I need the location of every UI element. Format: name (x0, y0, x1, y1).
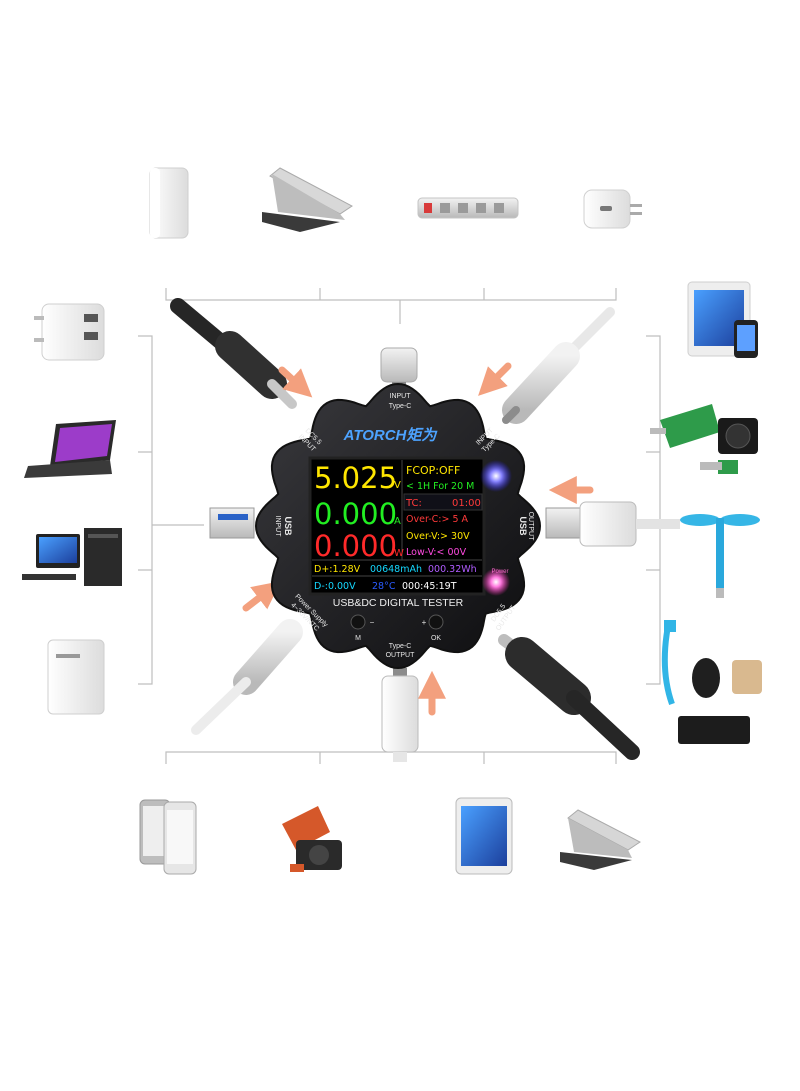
usb-lamp-mouse-keyboard-icon (661, 620, 762, 744)
capacity-value: 00648mAh (370, 564, 422, 575)
m-button-label: M (355, 635, 361, 642)
port-right-label-2: OUTPUT (527, 512, 534, 542)
dc-cable-top-left (170, 298, 297, 409)
brand-name: ATORCH (343, 427, 408, 444)
fcop-status: FCOP:OFF (406, 464, 460, 477)
typec-cable-top (380, 347, 418, 388)
ok-button[interactable] (428, 614, 444, 630)
svg-text:ATORCH矩为: ATORCH矩为 (343, 427, 439, 444)
load-modules-icon (282, 806, 342, 872)
plus-label: + (422, 618, 427, 627)
power-led-label: Power (491, 569, 508, 575)
dual-usb-charger-icon (34, 303, 105, 361)
power-bank-icon (149, 167, 189, 239)
m-button[interactable] (350, 614, 366, 630)
lcd-screen (308, 456, 486, 596)
dc-cable-bottom-right (498, 634, 640, 760)
port-bottom-label-1: Type-C (389, 643, 412, 650)
laptop-silver-icon (560, 809, 641, 870)
port-top-label-2: Type-C (389, 403, 412, 410)
tester-body (254, 382, 542, 670)
wall-charger-icon (583, 189, 642, 229)
power-led-icon (482, 568, 510, 596)
port-bottom-label-2: OUTPUT (386, 652, 416, 659)
voltage-unit: V (394, 480, 401, 491)
over-current: Over-C:> 5 A (406, 514, 469, 525)
tc-label: TC: (405, 498, 422, 509)
ok-button-label: OK (431, 635, 441, 642)
timer-status: < 1H For 20 M (406, 481, 474, 492)
usb-cable-right (545, 501, 680, 547)
tablet-phone-icon (687, 281, 758, 358)
energy-value: 000.32Wh (428, 564, 477, 575)
power-bank-white-icon (47, 639, 105, 715)
smartphone-icon (139, 799, 197, 875)
brand-suffix: 矩为 (405, 427, 438, 444)
laptop-purple-icon (24, 420, 116, 478)
tc-value: 01:00 (452, 498, 481, 509)
electronic-load-icon (650, 404, 758, 474)
status-led-icon (480, 460, 512, 492)
typec-cable-bottom (381, 668, 419, 762)
voltage-value: 5.025 (314, 461, 397, 495)
low-voltage: Low-V:< 00V (406, 547, 467, 558)
device-title: USB&DC DIGITAL TESTER (333, 597, 464, 609)
power-unit: W (394, 548, 404, 559)
current-value: 0.000 (314, 497, 397, 531)
direction-arrows (242, 362, 594, 716)
port-left-label-1: INPUT (274, 516, 281, 538)
temperature-value: 28°C (372, 581, 396, 592)
current-unit: A (394, 516, 401, 527)
typec-cable-bottom-left (191, 619, 303, 735)
minus-label: − (370, 618, 375, 627)
power-strip-icon (417, 197, 519, 219)
tablet-white-icon (455, 797, 513, 875)
d-plus-value: D+:1.28V (314, 564, 361, 575)
usb-fan-icon (680, 514, 760, 598)
laptop-icon (262, 167, 353, 232)
over-voltage: Over-V:> 30V (406, 531, 470, 542)
desktop-computer-icon (22, 528, 122, 586)
typec-cable-top-right (502, 307, 615, 424)
d-minus-value: D-:0.00V (314, 581, 356, 592)
time-value: 000:45:19T (402, 581, 457, 592)
port-right-label-1: USB (518, 516, 528, 536)
port-top-label-1: INPUT (390, 393, 412, 400)
port-left-label-2: USB (283, 516, 293, 536)
usb-a-plug-left (209, 507, 255, 539)
power-value: 0.000 (314, 529, 397, 563)
